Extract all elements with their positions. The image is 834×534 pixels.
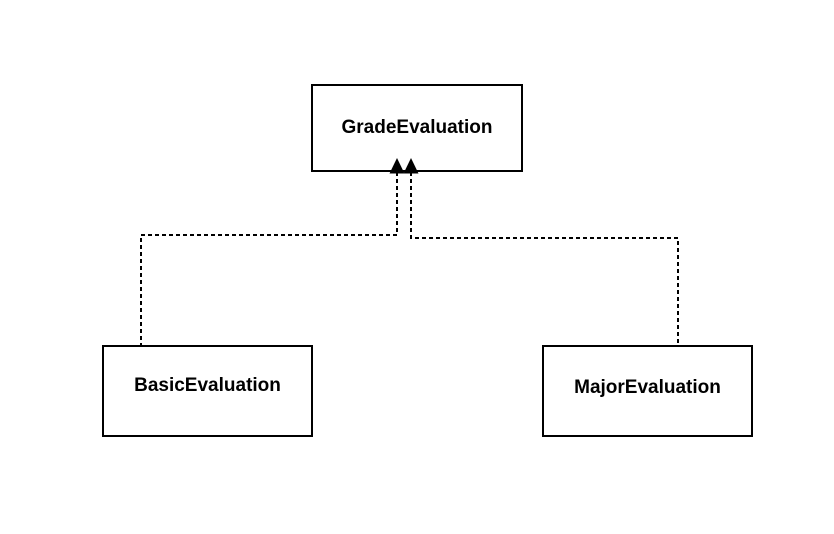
node-major-evaluation-label: MajorEvaluation	[574, 377, 721, 398]
node-basic-evaluation[interactable]: BasicEvaluation	[102, 345, 313, 437]
node-major-evaluation[interactable]: MajorEvaluation	[542, 345, 753, 437]
node-grade-evaluation-label: GradeEvaluation	[341, 117, 493, 138]
edge-basic-to-grade	[140, 172, 398, 345]
edge-major-to-grade	[410, 172, 679, 345]
node-grade-evaluation[interactable]: GradeEvaluation	[311, 84, 523, 172]
node-basic-evaluation-label: BasicEvaluation	[134, 375, 281, 396]
